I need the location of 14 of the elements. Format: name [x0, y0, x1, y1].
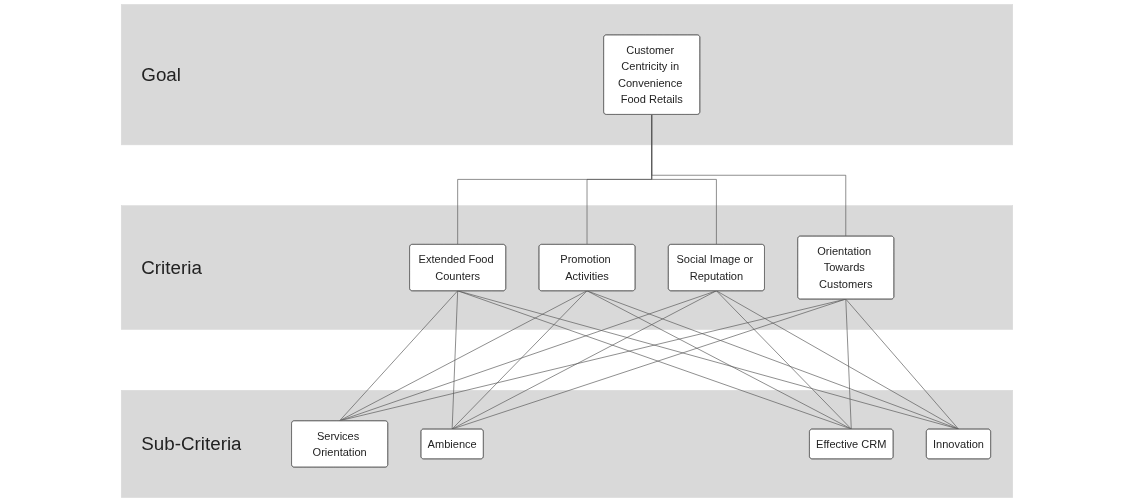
connector	[339, 290, 458, 422]
connector	[451, 290, 458, 430]
connector	[457, 290, 959, 430]
connector	[339, 290, 588, 422]
connector	[651, 114, 847, 237]
connector	[845, 298, 852, 430]
connector	[451, 290, 588, 430]
connector	[586, 290, 852, 430]
connector	[845, 298, 959, 430]
connector	[586, 290, 959, 430]
connector	[716, 290, 959, 430]
connector	[716, 290, 852, 430]
connector	[339, 290, 717, 422]
connector	[451, 290, 717, 430]
